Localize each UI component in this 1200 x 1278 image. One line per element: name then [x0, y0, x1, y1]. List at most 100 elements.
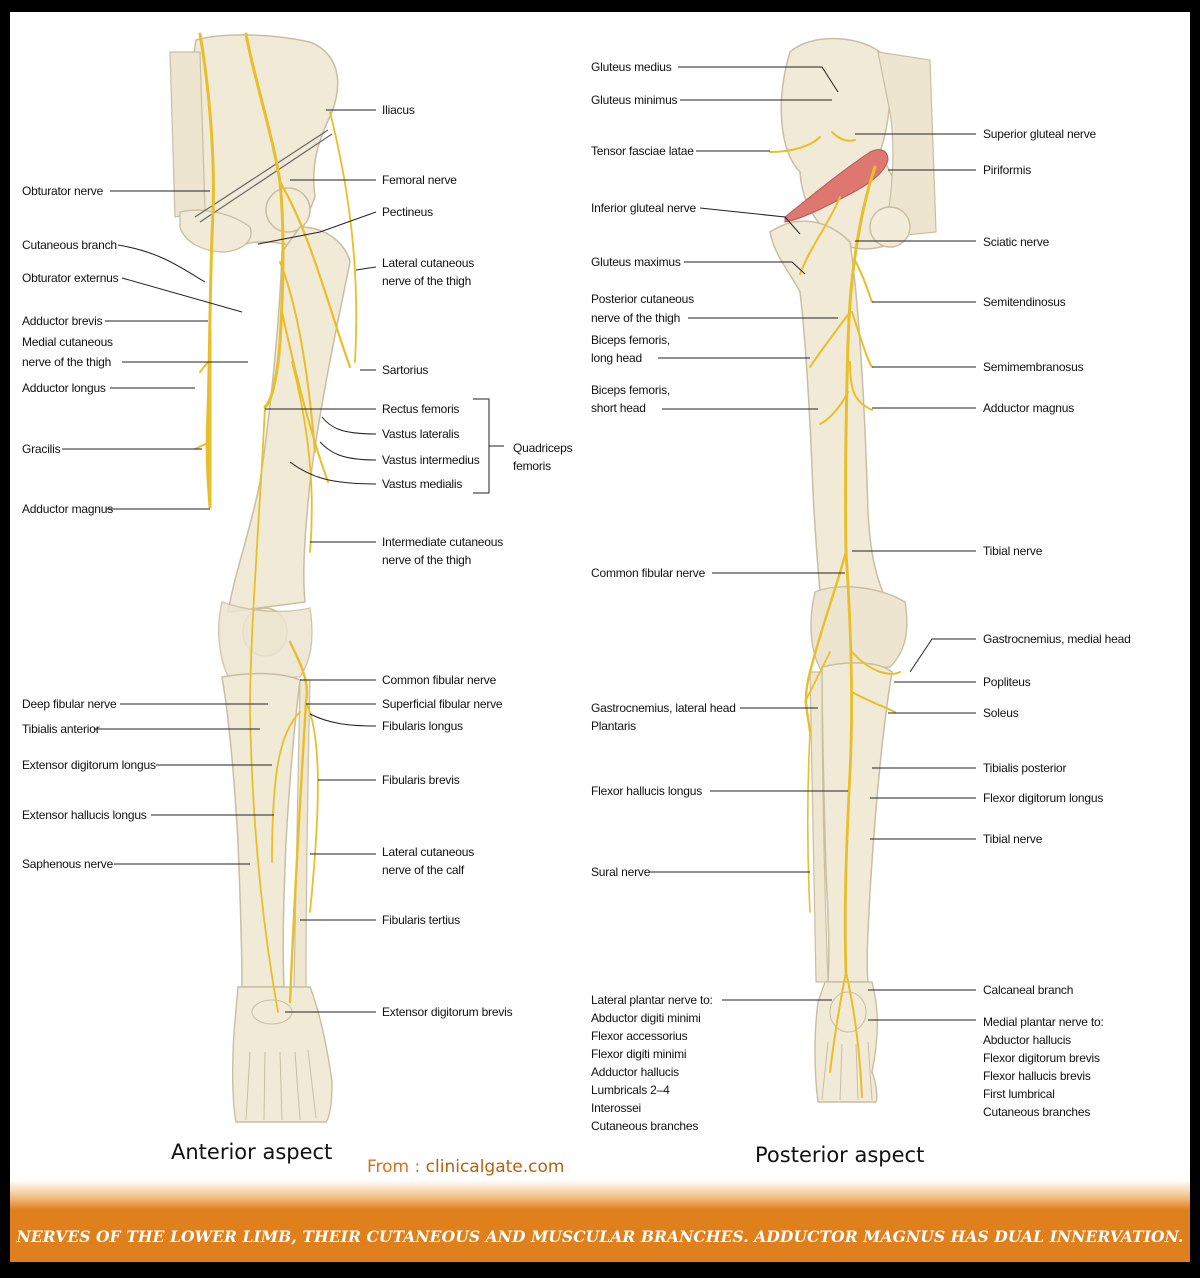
common-fibular-nerve-ant — [288, 640, 309, 1004]
femoral-nerve-path — [244, 32, 285, 409]
label-semitendinosus: Semitendinosus — [983, 295, 1066, 309]
label-abductor-digiti-minimi: Abductor digiti minimi — [591, 1011, 701, 1025]
posterior-tibia — [821, 662, 893, 983]
label-flexor-digitorum-longus: Flexor digitorum longus — [983, 791, 1103, 805]
label-gastrocnemius-lateral: Gastrocnemius, lateral head — [591, 701, 736, 715]
label-lateral-cutaneous-thigh-2: nerve of the thigh — [382, 274, 471, 288]
label-sural-nerve: Sural nerve — [591, 865, 651, 879]
label-sartorius: Sartorius — [382, 363, 428, 377]
anterior-aspect-title: Anterior aspect — [171, 1140, 332, 1164]
caption-banner: NERVES OF THE LOWER LIMB, THEIR CUTANEOU… — [10, 1180, 1190, 1262]
label-tibial-nerve-lower: Tibial nerve — [983, 832, 1043, 846]
piriformis-muscle — [784, 149, 889, 223]
label-adductor-magnus-ant: Adductor magnus — [22, 502, 113, 516]
label-superficial-fibular-nerve: Superficial fibular nerve — [382, 697, 503, 711]
anterior-tibia — [221, 672, 301, 988]
label-flexor-hallucis-longus: Flexor hallucis longus — [591, 784, 702, 798]
label-soleus: Soleus — [983, 706, 1019, 720]
label-intermediate-cutaneous-2: nerve of the thigh — [382, 553, 471, 567]
sciatic-nerve-path — [844, 165, 877, 554]
label-iliacus: Iliacus — [382, 103, 415, 117]
anterior-limb — [169, 32, 358, 1123]
posterior-limb — [769, 37, 937, 1103]
label-gluteus-maximus: Gluteus maximus — [591, 255, 681, 269]
posterior-left-labels: Gluteus medius Gluteus minimus Tensor fa… — [591, 60, 736, 1133]
label-medial-plantar: Medial plantar nerve to: — [983, 1015, 1104, 1029]
label-obturator-nerve: Obturator nerve — [22, 184, 104, 198]
label-vastus-lateralis: Vastus lateralis — [382, 427, 459, 441]
banner-bar: NERVES OF THE LOWER LIMB, THEIR CUTANEOU… — [10, 1210, 1190, 1262]
label-extensor-hallucis-longus: Extensor hallucis longus — [22, 808, 147, 822]
label-extensor-digitorum-brevis: Extensor digitorum brevis — [382, 1005, 513, 1019]
label-lateral-cutaneous-calf-2: nerve of the calf — [382, 863, 465, 877]
source-credit-prefix: From : — [367, 1157, 426, 1177]
label-deep-fibular-nerve: Deep fibular nerve — [22, 697, 117, 711]
label-biceps-short-1: Biceps femoris, — [591, 383, 670, 397]
posterior-knee — [810, 586, 908, 673]
label-semimembranosus: Semimembranosus — [983, 360, 1084, 374]
label-fibularis-longus: Fibularis longus — [382, 719, 463, 733]
label-vastus-medialis: Vastus medialis — [382, 477, 462, 491]
label-extensor-digitorum-longus: Extensor digitorum longus — [22, 758, 156, 772]
posterior-foot-bones — [821, 991, 873, 1101]
label-gracilis: Gracilis — [22, 442, 61, 456]
label-pectineus: Pectineus — [382, 205, 433, 219]
label-adductor-hallucis: Adductor hallucis — [591, 1065, 679, 1079]
label-biceps-long-1: Biceps femoris, — [591, 333, 670, 347]
posterior-femur-head — [869, 206, 911, 248]
label-gluteus-minimus: Gluteus minimus — [591, 93, 678, 107]
obturator-nerve-path — [198, 32, 215, 509]
posterior-right-labels: Superior gluteal nerve Piriformis Sciati… — [983, 127, 1131, 1119]
leader-lines — [62, 66, 976, 1021]
label-flexor-hallucis-brevis: Flexor hallucis brevis — [983, 1069, 1091, 1083]
label-intermediate-cutaneous-1: Intermediate cutaneous — [382, 535, 503, 549]
label-rectus-femoris: Rectus femoris — [382, 402, 459, 416]
figure-caption: NERVES OF THE LOWER LIMB, THEIR CUTANEOU… — [16, 1226, 1184, 1246]
label-tibialis-anterior: Tibialis anterior — [22, 722, 100, 736]
label-femoral-nerve: Femoral nerve — [382, 173, 457, 187]
anterior-knee — [218, 601, 313, 681]
label-posterior-cutaneous-1: Posterior cutaneous — [591, 292, 694, 306]
label-piriformis: Piriformis — [983, 163, 1031, 177]
label-gastrocnemius-medial: Gastrocnemius, medial head — [983, 632, 1131, 646]
label-quadriceps-1: Quadriceps — [513, 441, 573, 455]
diagram-figure: Obturator nerve Cutaneous branch Obturat… — [22, 32, 1131, 1177]
label-fibularis-tertius: Fibularis tertius — [382, 913, 460, 927]
label-obturator-externus: Obturator externus — [22, 271, 119, 285]
label-flexor-accessorius: Flexor accessorius — [591, 1029, 688, 1043]
label-fibularis-brevis: Fibularis brevis — [382, 773, 460, 787]
source-credit-site: clinicalgate.com — [426, 1157, 565, 1177]
page-frame: Obturator nerve Cutaneous branch Obturat… — [10, 12, 1190, 1262]
label-plantaris: Plantaris — [591, 719, 636, 733]
label-lumbricals: Lumbricals 2–4 — [591, 1083, 670, 1097]
anterior-left-labels: Obturator nerve Cutaneous branch Obturat… — [22, 184, 156, 871]
label-popliteus: Popliteus — [983, 675, 1031, 689]
posterior-nerves — [769, 131, 901, 1098]
label-posterior-cutaneous-2: nerve of the thigh — [591, 311, 680, 325]
anterior-inguinal-lines — [194, 129, 333, 223]
anterior-fibula — [293, 679, 311, 988]
anterior-foot-bones — [245, 999, 317, 1121]
label-common-fibular-nerve-ant: Common fibular nerve — [382, 673, 497, 687]
label-lateral-plantar: Lateral plantar nerve to: — [591, 993, 713, 1007]
label-lateral-cutaneous-calf-1: Lateral cutaneous — [382, 845, 474, 859]
label-cutaneous-branches-lat: Cutaneous branches — [591, 1119, 698, 1133]
common-fibular-nerve-post — [804, 550, 848, 734]
label-sciatic-nerve: Sciatic nerve — [983, 235, 1050, 249]
label-medial-cutaneous-1: Medial cutaneous — [22, 335, 113, 349]
label-adductor-magnus-post: Adductor magnus — [983, 401, 1074, 415]
label-superior-gluteal-nerve: Superior gluteal nerve — [983, 127, 1097, 141]
label-first-lumbrical: First lumbrical — [983, 1087, 1055, 1101]
label-lateral-cutaneous-thigh-1: Lateral cutaneous — [382, 256, 474, 270]
label-tibial-nerve-upper: Tibial nerve — [983, 544, 1043, 558]
label-vastus-intermedius: Vastus intermedius — [382, 453, 480, 467]
label-cutaneous-branch: Cutaneous branch — [22, 238, 117, 252]
label-saphenous-nerve: Saphenous nerve — [22, 857, 114, 871]
label-adductor-brevis-ant: Adductor brevis — [22, 314, 103, 328]
posterior-aspect-title: Posterior aspect — [755, 1143, 924, 1167]
label-calcaneal-branch: Calcaneal branch — [983, 983, 1073, 997]
anterior-sacrum — [169, 51, 206, 218]
label-cutaneous-branches-med: Cutaneous branches — [983, 1105, 1090, 1119]
label-common-fibular-nerve-post: Common fibular nerve — [591, 566, 706, 580]
label-adductor-longus: Adductor longus — [22, 381, 106, 395]
